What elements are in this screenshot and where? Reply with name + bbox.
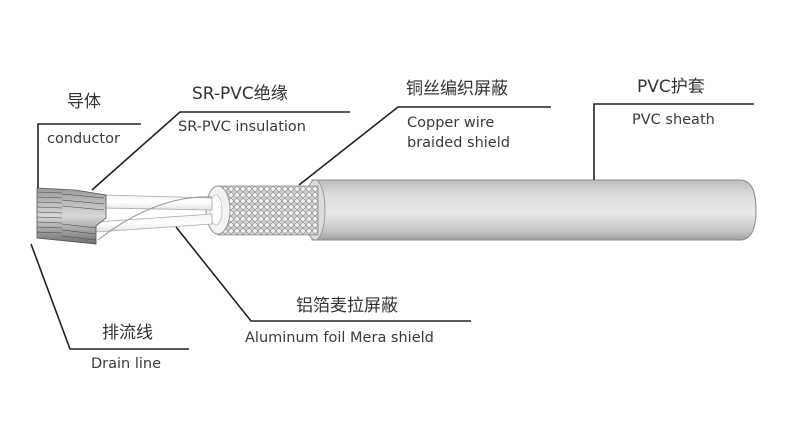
label-insulation-en: SR-PVC insulation — [178, 119, 306, 135]
label-drain-zh: 排流线 — [102, 323, 153, 343]
label-conductor-en: conductor — [47, 131, 120, 147]
label-conductor-zh: 导体 — [67, 92, 101, 112]
insulated-cores — [95, 194, 213, 241]
copper-braid-shield — [205, 185, 319, 236]
leader-conductor — [37, 123, 141, 188]
leader-insulation — [91, 111, 350, 191]
label-braid-en-line1: Copper wire — [407, 115, 495, 131]
leader-drain — [30, 243, 189, 350]
conductor-strands — [36, 187, 107, 245]
label-braid-zh: 铜丝编织屏蔽 — [406, 79, 508, 99]
label-drain-en: Drain line — [91, 356, 162, 372]
label-sheath-en: PVC sheath — [632, 112, 715, 128]
label-sheath-zh: PVC护套 — [637, 77, 705, 97]
pvc-sheath — [304, 179, 757, 241]
leader-lines — [30, 103, 754, 350]
leader-foil — [175, 226, 471, 322]
leader-sheath — [593, 103, 754, 180]
label-foil-zh: 铝箔麦拉屏蔽 — [296, 296, 398, 316]
leader-braid — [298, 106, 551, 186]
label-braid-en-line2: braided shield — [407, 135, 510, 151]
label-insulation-zh: SR-PVC绝缘 — [192, 84, 288, 104]
label-foil-en: Aluminum foil Mera shield — [245, 330, 434, 346]
